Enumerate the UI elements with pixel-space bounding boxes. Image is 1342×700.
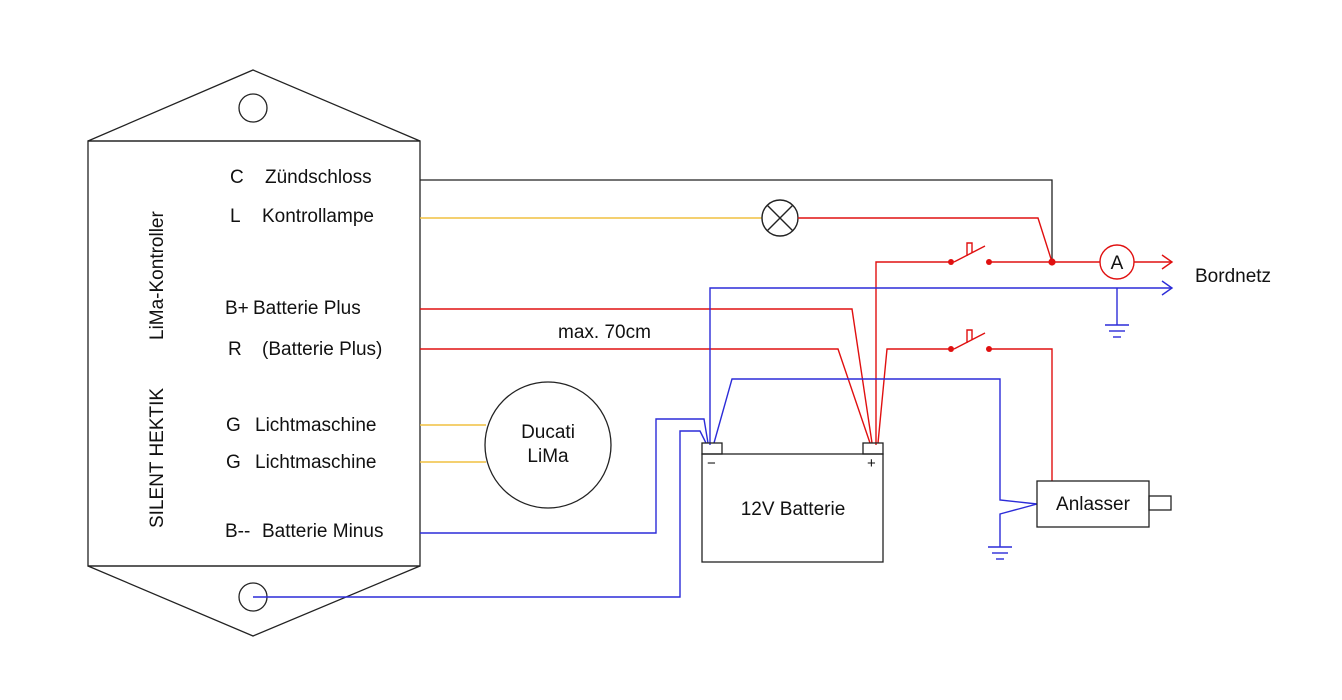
mounting-hole-top xyxy=(238,93,268,123)
terminal-g1-code: G xyxy=(226,415,241,436)
terminal-bminus-name: Batterie Minus xyxy=(262,521,383,542)
arrow-bordnetz-red xyxy=(1161,254,1174,270)
wire-lamp-to-junction-red xyxy=(798,217,1053,263)
terminal-r-code: R xyxy=(228,339,242,360)
wire-ignition-black xyxy=(420,179,1053,262)
terminal-g2-name: Lichtmaschine xyxy=(255,452,376,473)
ammeter-label: A xyxy=(1111,253,1124,274)
controller-bottom-flange xyxy=(87,565,421,637)
wire-ground-bus-blue xyxy=(709,287,1172,445)
terminal-bplus-code: B+ xyxy=(225,298,249,319)
switch2-actuator xyxy=(966,329,973,343)
alternator-label-line2: LiMa xyxy=(527,446,569,467)
wire-bplus-red xyxy=(420,308,873,444)
bordnetz-label: Bordnetz xyxy=(1195,266,1271,287)
starter xyxy=(1036,480,1172,528)
cable-length-note: max. 70cm xyxy=(558,322,651,343)
ammeter-icon xyxy=(1099,244,1135,280)
battery-body xyxy=(701,453,884,563)
switch1-blade xyxy=(953,245,986,263)
switch2-blade xyxy=(953,332,986,350)
starter-label: Anlasser xyxy=(1056,494,1131,515)
terminal-r-name: (Batterie Plus) xyxy=(262,339,382,360)
red-wiring xyxy=(420,217,1174,481)
battery xyxy=(701,442,884,563)
battery-minus-sign: − xyxy=(707,455,716,472)
wire-housing-ground-blue xyxy=(253,430,707,598)
controller-model: LiMa-Kontroller xyxy=(147,211,168,340)
wire-r-red xyxy=(420,348,871,444)
terminal-l-code: L xyxy=(230,206,241,227)
terminal-g1-name: Lichtmaschine xyxy=(255,415,376,436)
terminal-bplus-name: Batterie Plus xyxy=(253,298,361,319)
controller-brand: SILENT HEKTIK xyxy=(147,388,168,528)
terminal-c-name: Zündschloss xyxy=(265,167,372,188)
warning-lamp-icon xyxy=(761,199,799,237)
terminal-c-code: C xyxy=(230,167,244,188)
controller-top-flange xyxy=(87,69,421,142)
battery-plus-terminal xyxy=(862,442,884,455)
wire-battery-to-starter-ground-blue xyxy=(713,378,1038,505)
wire-starter-ground-blue xyxy=(999,503,1038,547)
starter-shaft xyxy=(1148,495,1172,511)
switch-contacts xyxy=(948,258,1056,352)
battery-label: 12V Batterie xyxy=(741,499,846,520)
battery-plus-sign: + xyxy=(867,455,876,472)
alternator-body xyxy=(484,381,612,509)
terminal-l-name: Kontrollampe xyxy=(262,206,374,227)
blue-wiring xyxy=(253,280,1174,598)
alternator-label-line1: Ducati xyxy=(521,422,575,443)
terminal-bminus-code: B-- xyxy=(225,521,250,542)
switch1-actuator xyxy=(966,242,973,256)
wire-switch2-to-starter-red xyxy=(989,348,1053,481)
wire-battery-to-switch1-red xyxy=(875,261,951,445)
terminal-g2-code: G xyxy=(226,452,241,473)
wire-bminus-blue xyxy=(420,418,709,534)
arrow-ground-blue xyxy=(1161,280,1174,296)
battery-minus-terminal xyxy=(701,442,723,455)
wire-battery-to-switch2-red xyxy=(877,348,951,444)
